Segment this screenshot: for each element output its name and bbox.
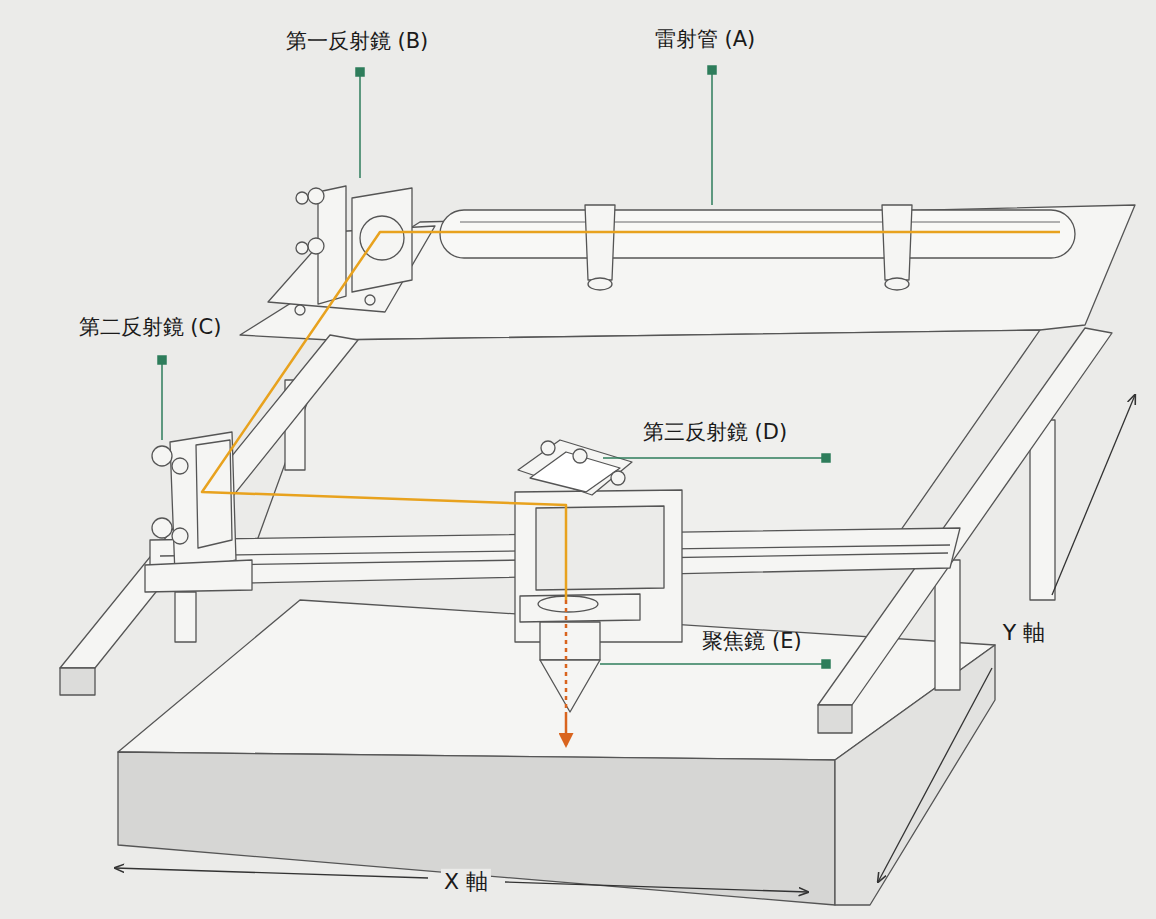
- mirror-d-plate: [518, 440, 632, 495]
- laser-tube: [440, 210, 1075, 258]
- axis-label: X 軸: [441, 869, 491, 895]
- knob: [573, 449, 587, 463]
- axis-label: Y 軸: [1000, 620, 1048, 646]
- leader-dot: [822, 660, 830, 668]
- part-label: 第一反射鏡 (B): [283, 29, 431, 54]
- leader-line: [711, 70, 713, 205]
- part-label: 聚焦鏡 (E): [699, 629, 804, 654]
- leaders: [158, 66, 830, 668]
- x-axis-arrow: [115, 868, 428, 878]
- y-axis-arrow: [1052, 395, 1135, 595]
- tube-inner: [460, 221, 1060, 222]
- leader-line: [359, 72, 361, 178]
- leader-dot: [356, 68, 364, 76]
- knob: [296, 192, 308, 204]
- leader-line: [600, 663, 826, 665]
- tube-mount: [585, 205, 615, 280]
- leader-line: [603, 457, 826, 459]
- tube-mount-foot: [885, 278, 909, 290]
- axes: [115, 395, 1135, 892]
- tube-mount-foot: [588, 278, 612, 290]
- laser-beam: [202, 232, 1060, 745]
- table-front: [118, 752, 835, 905]
- y-axis-arrow: [878, 668, 992, 882]
- right-beam-front: [818, 705, 852, 733]
- mirror-c-bracket: [170, 432, 236, 575]
- knob: [308, 238, 324, 254]
- knob: [308, 188, 324, 204]
- nozzle-cone: [540, 660, 600, 712]
- head-plate: [520, 594, 640, 622]
- carriage-frame: [515, 490, 682, 642]
- knob: [152, 446, 172, 466]
- mirror-c-base: [145, 560, 252, 592]
- beam-path: [202, 232, 1060, 600]
- part-label: 雷射管 (A): [652, 27, 758, 52]
- knob: [172, 528, 188, 544]
- mirror-b-plate: [352, 188, 412, 292]
- tube-mount: [882, 205, 912, 280]
- left-beam: [60, 335, 358, 668]
- left-beam-front: [60, 668, 95, 695]
- knob: [541, 441, 555, 455]
- focus-lens: [538, 596, 598, 612]
- bolt: [295, 305, 305, 315]
- leader-dot: [158, 356, 166, 364]
- x-axis-arrow: [505, 882, 808, 892]
- knob: [611, 471, 625, 485]
- beam-out: [565, 712, 568, 745]
- part-label: 第三反射鏡 (D): [640, 420, 790, 445]
- carriage-window: [536, 506, 664, 590]
- leader-line: [161, 360, 163, 440]
- leg: [1030, 420, 1055, 600]
- beam-dashed: [565, 600, 568, 712]
- leader-dot: [822, 454, 830, 462]
- knob: [296, 242, 308, 254]
- leader-dot: [708, 66, 716, 74]
- knob: [172, 458, 188, 474]
- mirror-c-leg: [175, 592, 196, 642]
- knob: [152, 518, 172, 538]
- part-label: 第二反射鏡 (C): [76, 315, 225, 340]
- nozzle: [540, 622, 600, 660]
- bolt: [365, 295, 375, 305]
- right-beam: [818, 328, 1112, 705]
